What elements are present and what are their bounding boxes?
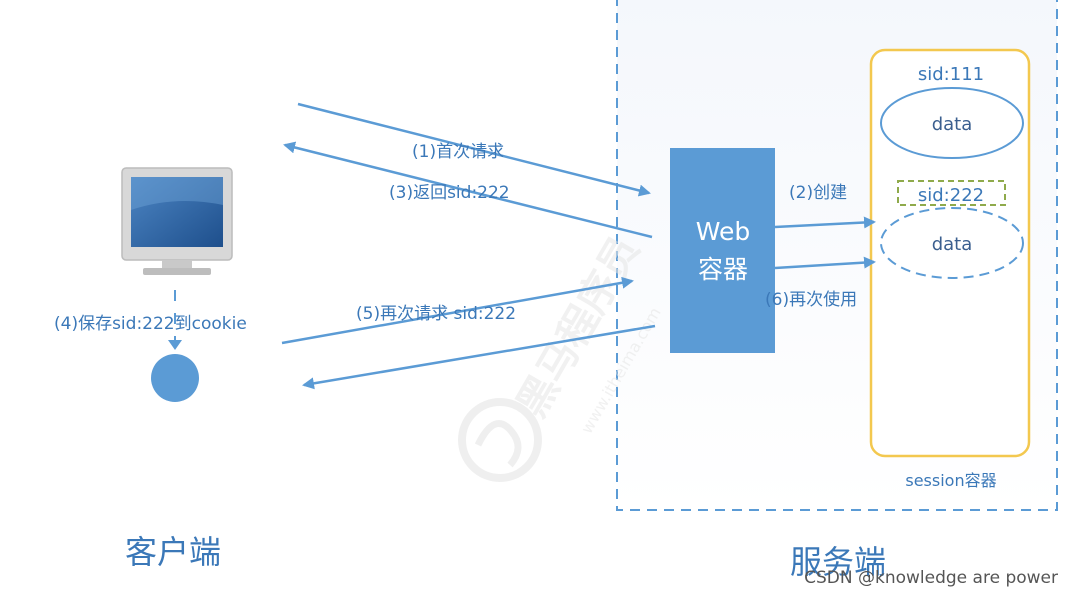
web-container-line1: Web [696, 217, 751, 246]
session-sid-222: sid:222 [918, 185, 984, 206]
arrow-create [774, 216, 876, 229]
label-save-cookie: (4)保存sid:222到cookie [54, 314, 247, 334]
client-cookie-arrowhead [168, 340, 182, 350]
arrow-return-sid [283, 141, 653, 239]
session-data-111-label: data [932, 114, 973, 135]
session-data-222-ellipse [880, 207, 1024, 279]
arrow-reuse [774, 256, 876, 270]
arrow-second-request [281, 276, 634, 345]
arrow-response [302, 324, 656, 390]
label-reuse: (6)再次使用 [765, 289, 857, 310]
web-container-line2: 容器 [698, 255, 748, 284]
client-label: 客户端 [125, 533, 221, 571]
label-create: (2)创建 [789, 183, 847, 203]
session-data-222-label: data [932, 234, 973, 255]
session-sid-222-box [897, 180, 1006, 206]
session-container-label: session容器 [905, 471, 996, 490]
label-return-sid: (3)返回sid:222 [389, 183, 510, 203]
web-container-box [670, 148, 775, 353]
server-label: 服务端 [790, 543, 886, 581]
watermark-text: CSDN @knowledge are power [804, 568, 1058, 588]
label-first-request: (1)首次请求 [412, 142, 504, 162]
label-second-request: (5)再次请求 sid:222 [356, 304, 516, 324]
session-sid-111: sid:111 [918, 64, 984, 85]
arrow-first-request [297, 102, 651, 197]
session-data-111-ellipse [880, 87, 1024, 159]
computer-icon [121, 167, 233, 275]
cookie-circle [151, 354, 199, 402]
